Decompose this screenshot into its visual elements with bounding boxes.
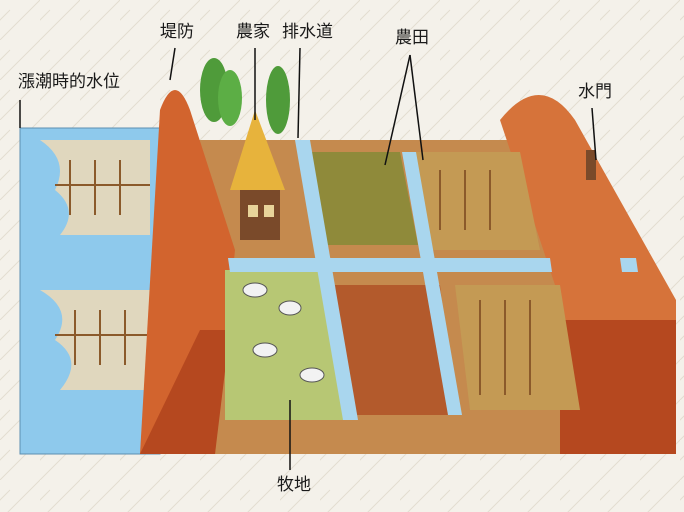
farmhouse	[200, 58, 290, 240]
sea	[19, 127, 161, 455]
leader-lines	[19, 47, 597, 470]
label-drainage: 排水道	[282, 22, 333, 42]
cows	[242, 282, 325, 383]
label-pasture: 牧地	[277, 475, 311, 495]
label-farmhouse: 農家	[236, 22, 270, 42]
label-levee: 堤防	[160, 22, 194, 42]
pasture	[225, 270, 345, 420]
farmland	[310, 152, 580, 415]
label-farmland: 農田	[395, 28, 429, 48]
label-tide-level: 漲潮時的水位	[18, 72, 120, 92]
sluice-gate	[586, 150, 596, 180]
drainage-channels	[228, 140, 638, 420]
label-sluice-gate: 水門	[578, 82, 612, 102]
